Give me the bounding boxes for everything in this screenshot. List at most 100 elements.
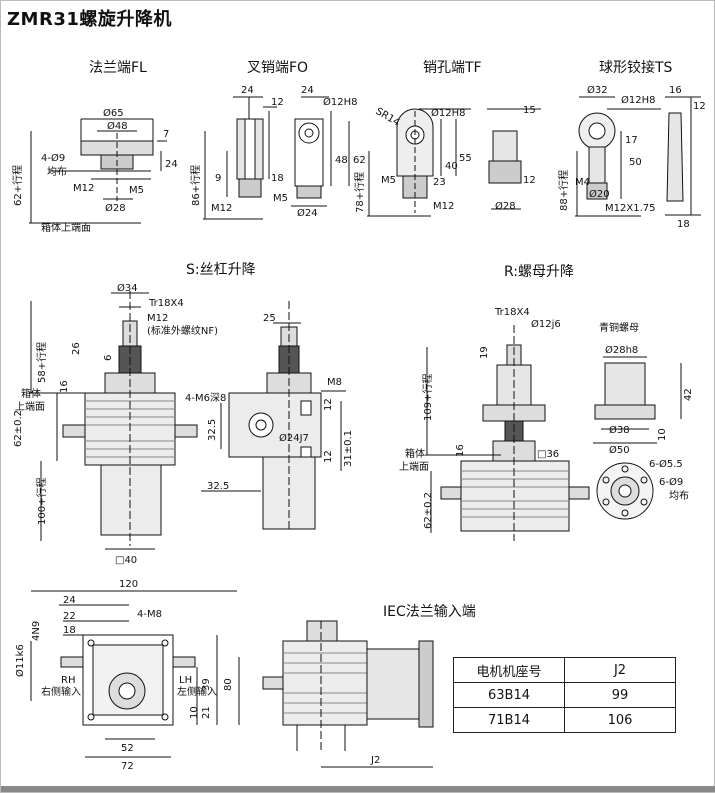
dim-fl-2: 7 — [163, 129, 169, 140]
dim-fo-6: 9 — [215, 173, 221, 184]
dim-r-12: 10 — [657, 428, 668, 441]
dim-s-15: 4-M6深8 — [185, 392, 226, 404]
dim-ts-8: M12X1.75 — [605, 203, 655, 214]
section-title-tf: 销孔端TF — [423, 60, 482, 76]
dim-bv-10: 左侧输入 — [177, 685, 217, 698]
dim-r-15: 6-Ø5.5 — [649, 458, 683, 470]
dim-s-12: □40 — [115, 555, 137, 566]
dim-ts-7: Ø20 — [589, 188, 610, 200]
dim-bv-12: 80 — [223, 678, 234, 691]
dim-s-3: (标准外螺纹NF) — [147, 324, 218, 337]
dim-bv-0: 120 — [119, 579, 138, 590]
dim-ts-0: Ø32 — [587, 84, 608, 96]
dim-s-0: Ø34 — [117, 282, 138, 294]
dim-fo-11: 86+行程 — [189, 165, 202, 206]
dim-ts-6: M4 — [575, 177, 590, 188]
table-cell: 99 — [564, 682, 676, 708]
dim-fl-5: 24 — [165, 159, 178, 170]
dim-fo-3: 24 — [301, 85, 314, 96]
section-title-ts: 球形铰接TS — [599, 60, 673, 76]
ts-balljoint-view — [575, 96, 701, 217]
table-header-row: 电机机座号 J2 — [453, 657, 676, 683]
dim-s-2: M12 — [147, 313, 168, 324]
fo-fork-view — [203, 96, 350, 220]
dim-s-13: 25 — [263, 313, 276, 324]
dim-s-9: 16 — [59, 380, 70, 393]
dim-s-6: 58+行程 — [35, 342, 48, 383]
dim-ts-4: 17 — [625, 135, 638, 146]
dim-labels: Ø65 Ø48 7 4-Ø9 均布 24 M12 M5 Ø28 62+行程 箱体… — [11, 84, 706, 772]
tf-pinhole-view — [367, 108, 541, 217]
dim-bv-3: 18 — [63, 625, 76, 636]
dim-r-7: □36 — [537, 449, 559, 460]
dim-fl-6: M12 — [73, 183, 94, 194]
dim-bv-14: 10 — [189, 706, 200, 719]
dim-r-3: 109+行程 — [421, 374, 434, 421]
dim-tf-8: Ø28 — [495, 200, 516, 212]
s-side-view — [201, 301, 346, 531]
dim-r-13: Ø38 — [609, 424, 630, 436]
dim-r-8: 62±0.2 — [423, 492, 434, 529]
dim-fo-5: 62 — [353, 155, 366, 166]
dim-s-16: 12 — [323, 398, 334, 411]
dim-ts-5: 50 — [629, 157, 642, 168]
dim-tf-3: 55 — [459, 153, 472, 164]
dim-r-5: 上端面 — [399, 460, 429, 473]
dim-r-9: 青铜螺母 — [599, 321, 639, 334]
dim-bv-13: 21 — [201, 706, 212, 719]
dim-s-20: 31±0.1 — [343, 430, 354, 467]
dim-tf-10: 78+行程 — [353, 172, 366, 213]
dim-ts-1: Ø12H8 — [621, 94, 655, 106]
dim-r-17: 均布 — [669, 490, 689, 502]
r-front-view — [425, 325, 590, 541]
table-cell: 71B14 — [453, 707, 565, 733]
dim-s-18: Ø24J7 — [279, 432, 309, 444]
dim-tf-2: SR14 — [374, 106, 402, 129]
dim-tf-5: 23 — [433, 177, 446, 188]
dim-r-1: Ø12j6 — [531, 318, 561, 330]
dim-tf-7: M12 — [433, 201, 454, 212]
iec-input-view — [262, 620, 434, 768]
dim-ts-2: 16 — [669, 85, 682, 96]
dim-bv-4: 4-M8 — [137, 609, 162, 620]
dim-r-2: 19 — [479, 346, 490, 359]
section-title-fo: 叉销端FO — [247, 60, 309, 76]
bottom-view — [30, 590, 240, 758]
dim-fl-9: 62+行程 — [11, 165, 24, 206]
dim-s-7: 箱体 — [21, 387, 41, 400]
dim-ts-10: 88+行程 — [557, 170, 570, 211]
table-header: J2 — [564, 657, 676, 683]
dim-fo-10: Ø24 — [297, 207, 318, 219]
dim-tf-4: 40 — [445, 161, 458, 172]
dim-tf-9: 12 — [523, 175, 536, 186]
table-header: 电机机座号 — [453, 657, 565, 683]
section-title-s: S:丝杠升降 — [186, 262, 256, 278]
dim-fo-2: Ø12H8 — [323, 96, 357, 108]
dim-r-11: 42 — [683, 388, 694, 401]
dim-tf-0: Ø12H8 — [431, 107, 465, 119]
dim-bv-9: LH — [179, 675, 192, 686]
motor-frame-table: 电机机座号 J2 63B14 99 71B14 106 — [453, 657, 676, 733]
dim-bv-11: 39 — [201, 678, 212, 691]
dim-fo-9: M12 — [211, 203, 232, 214]
dim-bv-1: 24 — [63, 595, 76, 606]
dim-bv-8: 右侧输入 — [41, 685, 81, 698]
dim-bv-2: 22 — [63, 611, 76, 622]
dim-ts-9: 18 — [677, 219, 690, 230]
table-cell: 106 — [564, 707, 676, 733]
dim-bv-15: 52 — [121, 743, 134, 754]
dim-fo-4: 48 — [335, 155, 348, 166]
dim-r-4: 箱体 — [405, 447, 425, 460]
dim-fo-7: 18 — [271, 173, 284, 184]
dim-ts-3: 12 — [693, 101, 706, 112]
dim-iec-0: J2 — [370, 755, 380, 766]
dim-fo-8: M5 — [273, 193, 288, 204]
fl-flange-view — [29, 118, 167, 224]
table-cell: 63B14 — [453, 682, 565, 708]
table-row: 71B14 106 — [453, 707, 676, 733]
dim-fl-8: Ø28 — [105, 202, 126, 214]
dim-bv-6: Ø11k6 — [14, 644, 26, 677]
section-title-fl: 法兰端FL — [89, 60, 147, 76]
dim-bv-7: RH — [61, 675, 75, 686]
